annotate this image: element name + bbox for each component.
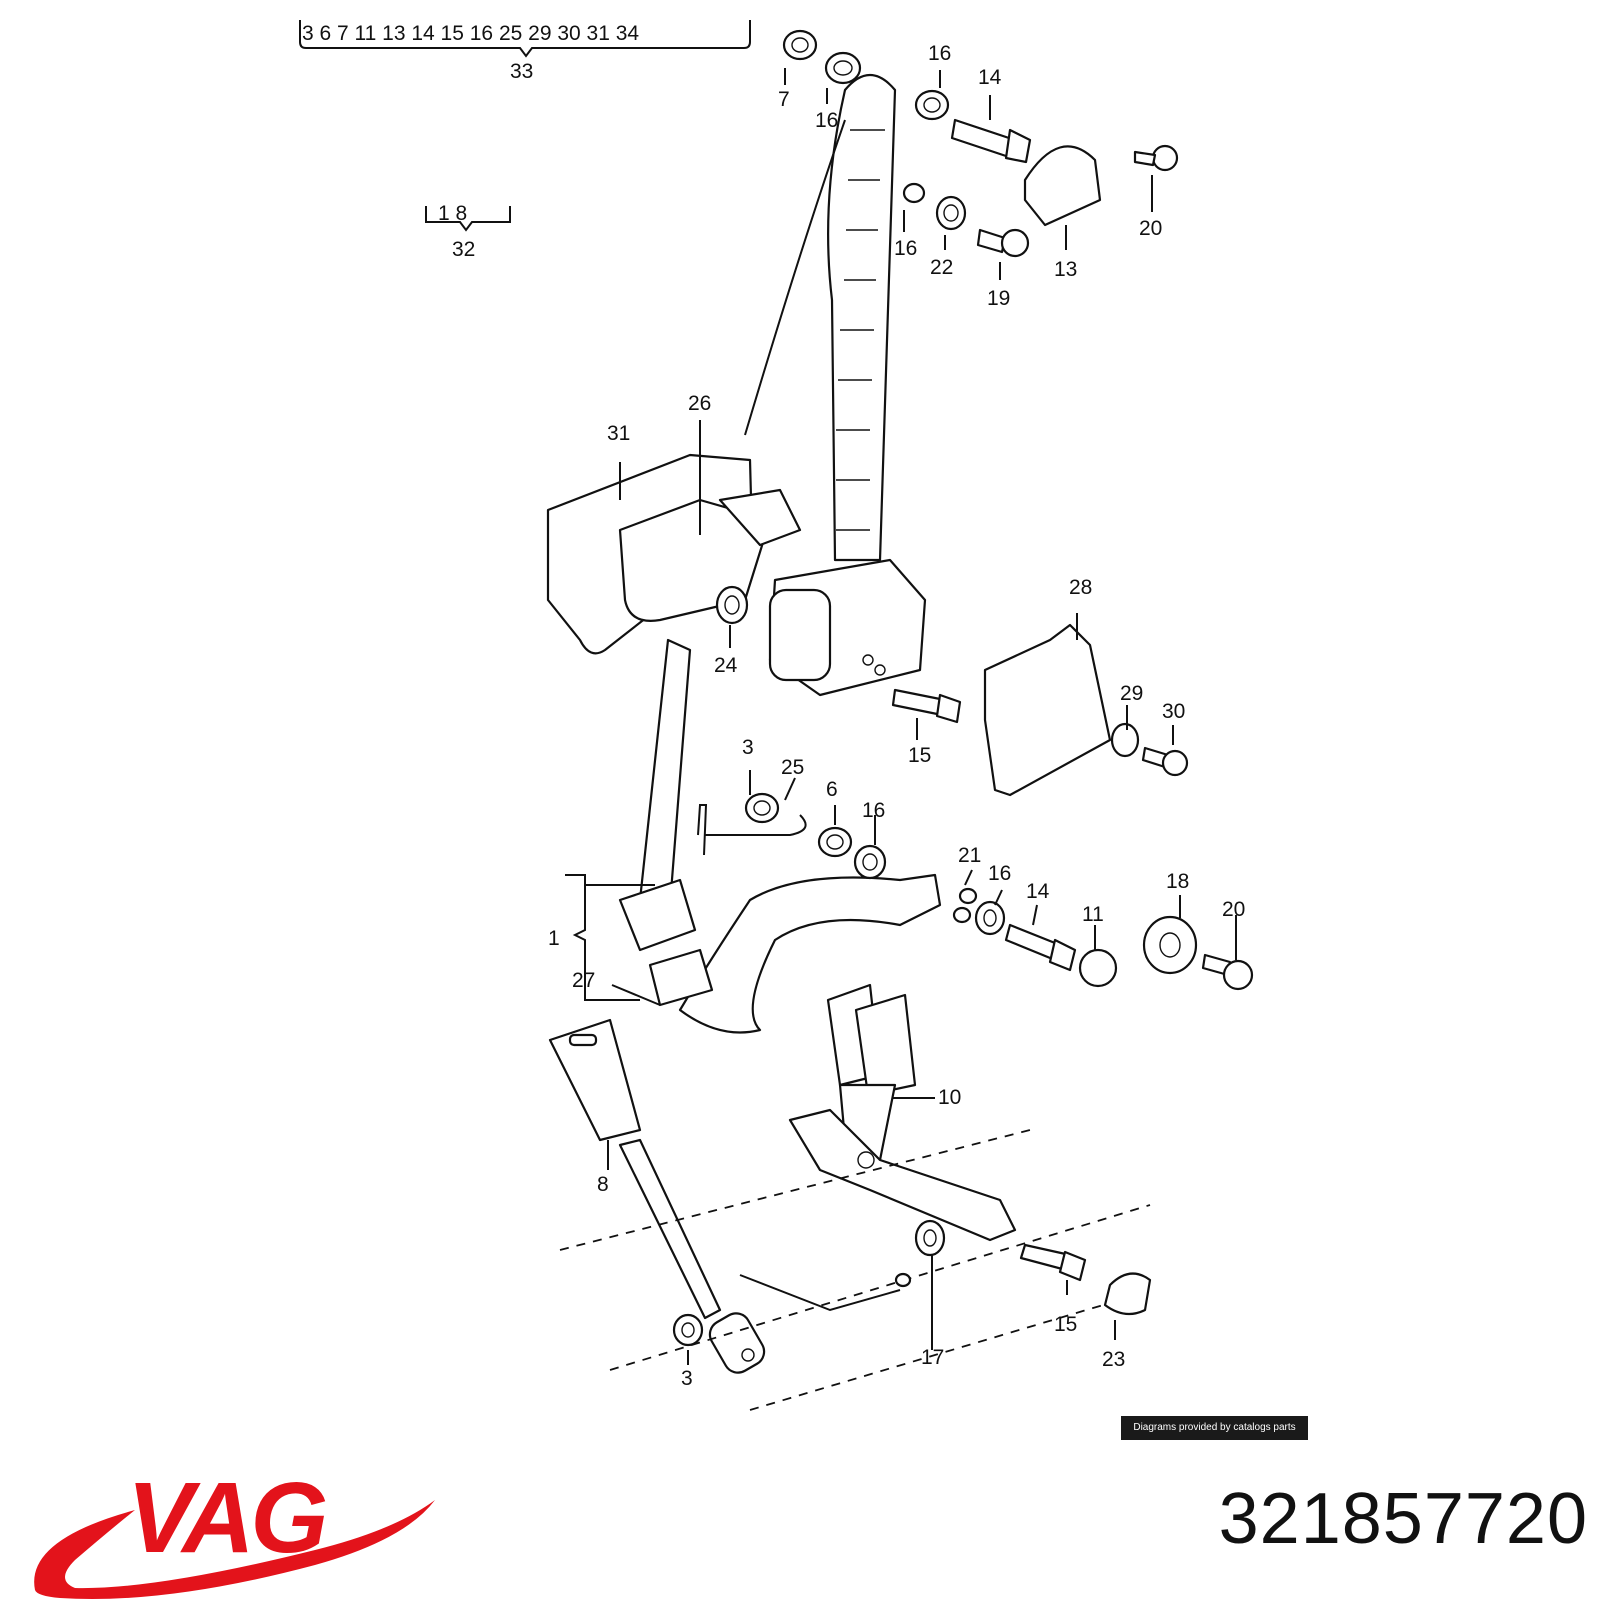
- callout: 18: [1166, 870, 1189, 893]
- vag-logo: VAG: [34, 1462, 436, 1600]
- cover-cap-13: [1023, 145, 1102, 227]
- tongue-stalk: [548, 1018, 766, 1374]
- credit-banner: Diagrams provided by catalogs parts: [1121, 1416, 1308, 1440]
- callout: 20: [1222, 898, 1245, 921]
- buckle-assembly: [788, 983, 1017, 1242]
- callout: 26: [688, 392, 711, 415]
- group-32-members: 1 8: [438, 202, 467, 225]
- leader-lines: [565, 68, 1237, 1365]
- hardware-parts: [672, 29, 1254, 1347]
- group-33-label: 33: [510, 60, 533, 83]
- retractor-cover: [546, 453, 802, 655]
- callout: 8: [597, 1173, 609, 1196]
- callout: 16: [988, 862, 1011, 885]
- callout: 25: [781, 756, 804, 779]
- group-32-bracket: 1 8 32: [425, 202, 511, 261]
- logo-wordmark: VAG: [127, 1462, 325, 1574]
- callout: 28: [1069, 576, 1092, 599]
- logo-swoosh: [34, 1500, 436, 1600]
- callout: 27: [572, 969, 595, 992]
- callout: 16: [815, 109, 838, 132]
- callout: 10: [938, 1086, 961, 1109]
- callout: 6: [826, 778, 838, 801]
- callout: 7: [778, 88, 790, 111]
- retractor-unit: [768, 558, 927, 697]
- callout: 24: [714, 654, 738, 677]
- callout: 15: [908, 744, 931, 767]
- callout: 1: [548, 927, 560, 950]
- group-33-bracket: 3 6 7 11 13 14 15 16 25 29 30 31 34 33: [299, 20, 751, 83]
- callout: 30: [1162, 700, 1185, 723]
- cover-cap-29: [983, 623, 1112, 797]
- callout: 17: [921, 1346, 944, 1369]
- floor-reference-lines: [559, 1129, 1151, 1411]
- callout: 13: [1054, 258, 1077, 281]
- lower-belt-strap: [618, 638, 942, 1034]
- callout: 3: [742, 736, 754, 759]
- callout: 3: [681, 1367, 693, 1390]
- callout: 16: [862, 799, 885, 822]
- callout: 22: [930, 256, 953, 279]
- part-number: 321857720: [1218, 1479, 1588, 1559]
- upper-belt-strap: [744, 74, 897, 562]
- group-33-members: 3 6 7 11 13 14 15 16 25 29 30 31 34: [302, 22, 639, 45]
- callout: 14: [978, 66, 1002, 89]
- callout: 19: [987, 287, 1010, 310]
- callout: 16: [928, 42, 951, 65]
- callout: 31: [607, 422, 630, 445]
- callout: 21: [958, 844, 981, 867]
- callout: 29: [1120, 682, 1143, 705]
- callout: 11: [1082, 903, 1104, 926]
- callout: 20: [1139, 217, 1162, 240]
- callout-labels: 1 3 3 6 7 8 10 11 13 14 14 15 15 16 16 1…: [548, 42, 1245, 1390]
- callout: 15: [1054, 1313, 1077, 1336]
- callout: 23: [1102, 1348, 1125, 1371]
- group-32-label: 32: [452, 238, 475, 261]
- callout: 16: [894, 237, 917, 260]
- callout: 14: [1026, 880, 1050, 903]
